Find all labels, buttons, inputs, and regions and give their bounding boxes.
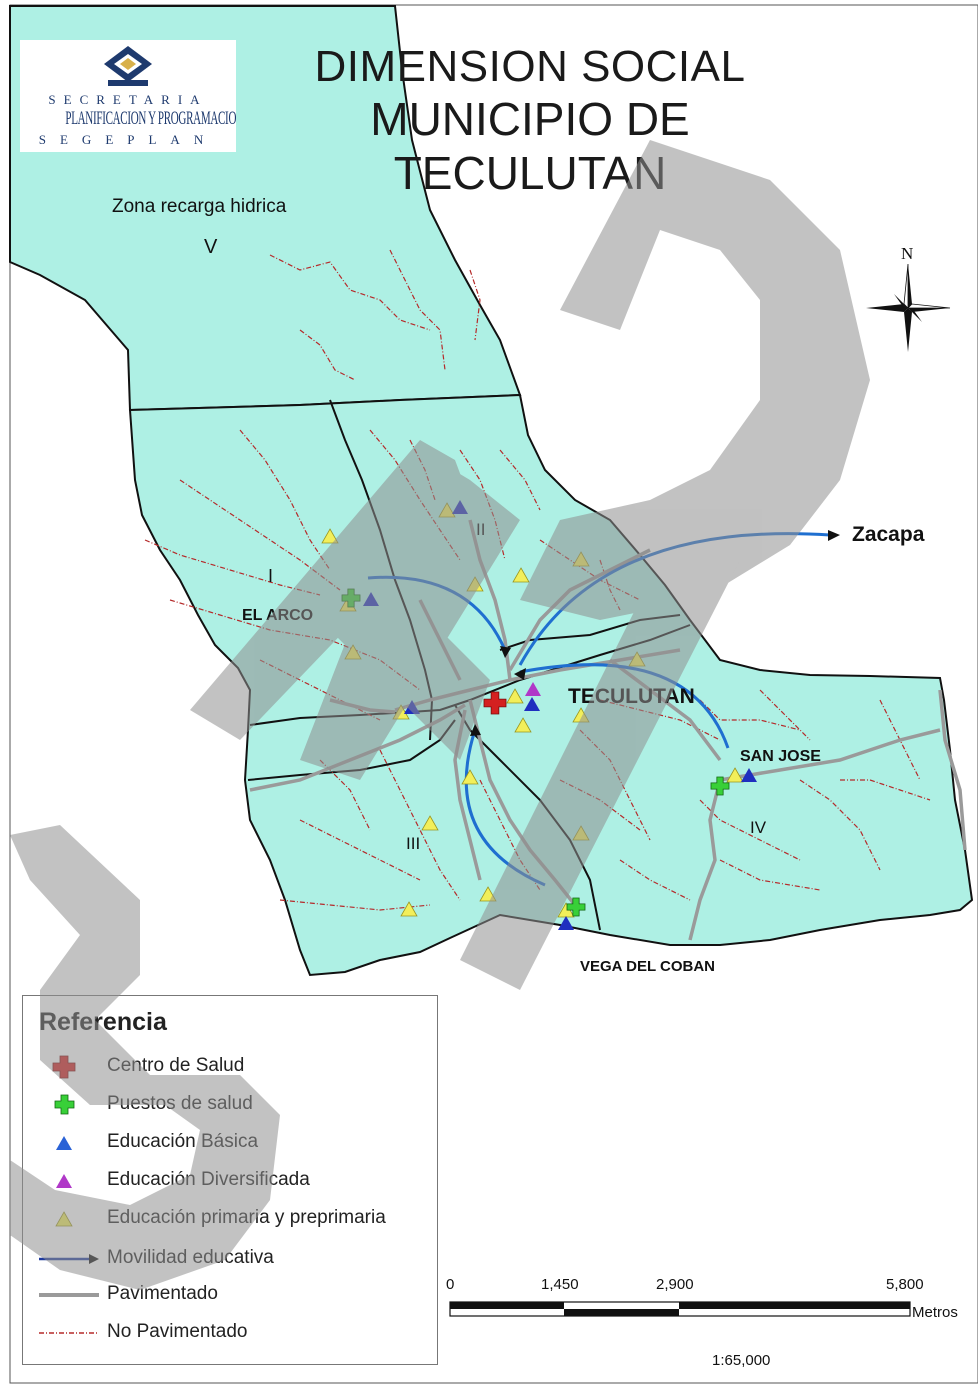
label-zone-i: I: [268, 566, 274, 586]
logo-text-planificacion: PLANIFICACION Y PROGRAMACION: [65, 108, 236, 129]
yellow-triangle-icon: [55, 1211, 73, 1227]
legend-item-edu-basica: Educación Básica: [23, 1126, 437, 1160]
label-san-jose: SAN JOSE: [740, 748, 821, 765]
scale-bar-graphic: [449, 1301, 911, 1317]
scale-tick-0: 0: [446, 1276, 455, 1293]
legend-item-pavimentado: Pavimentado: [23, 1278, 437, 1312]
logo-text-secretaria: SECRETARIA: [48, 92, 208, 107]
basic-school-marker: [741, 768, 757, 782]
map-title-line1: DIMENSION SOCIAL: [314, 42, 746, 91]
legend-item-puestos-salud: Puestos de salud: [23, 1088, 437, 1122]
label-zone-ii: II: [476, 520, 486, 539]
legend-label-no-pavimentado: No Pavimentado: [107, 1321, 248, 1342]
legend-item-no-pavimentado: No Pavimentado: [23, 1316, 437, 1350]
scale-tick-1450: 1,450: [541, 1276, 579, 1293]
legend-label-edu-primaria: Educación primaria y preprimaria: [107, 1207, 386, 1228]
unpaved-road-line-icon: [39, 1332, 99, 1334]
legend-label-centro-salud: Centro de Salud: [107, 1055, 245, 1076]
map-legend: Referencia Centro de Salud Puestos de sa…: [22, 995, 438, 1365]
legend-item-edu-diversificada: Educación Diversificada: [23, 1164, 437, 1198]
scale-tick-5800: 5,800: [886, 1276, 924, 1293]
legend-label-movilidad: Movilidad educativa: [107, 1247, 274, 1268]
legend-item-centro-salud: Centro de Salud: [23, 1050, 437, 1084]
primary-school-marker: [421, 815, 439, 831]
label-teculutan: TECULUTAN: [568, 685, 695, 708]
legend-label-edu-diversificada: Educación Diversificada: [107, 1169, 310, 1190]
map-title-line2: MUNICIPIO DE TECULUTAN: [370, 93, 690, 199]
logo-text-segeplan: SEGEPLAN: [38, 132, 218, 147]
legend-title: Referencia: [39, 1008, 167, 1036]
arrow-icon: [39, 1254, 99, 1264]
label-zone-iv: IV: [750, 818, 767, 837]
label-zone-iii: III: [406, 834, 421, 853]
segeplan-logo-mark-icon: [104, 46, 152, 86]
segeplan-logo: SECRETARIA PLANIFICACION Y PROGRAMACION …: [20, 40, 236, 152]
north-arrow: N: [860, 244, 956, 354]
legend-label-puestos-salud: Puestos de salud: [107, 1093, 253, 1114]
red-cross-icon: [52, 1055, 76, 1079]
label-el-arco: EL ARCO: [242, 607, 314, 624]
blue-triangle-icon: [56, 1136, 72, 1150]
label-vega-del-coban: VEGA DEL COBAN: [580, 958, 716, 975]
legend-item-movilidad: Movilidad educativa: [23, 1242, 437, 1276]
north-letter: N: [901, 244, 914, 263]
primary-school-marker: [400, 901, 418, 917]
magenta-triangle-icon: [56, 1174, 72, 1188]
green-cross-icon: [54, 1094, 75, 1115]
label-zona-recarga: Zona recarga hidrica: [112, 196, 287, 217]
legend-item-edu-primaria: Educación primaria y preprimaria: [23, 1202, 437, 1236]
scale-ratio: 1:65,000: [712, 1352, 771, 1369]
scale-tick-2900: 2,900: [656, 1276, 694, 1293]
scale-bar: 0 1,450 2,900 5,800 Metros 1:65,000: [446, 1276, 976, 1386]
label-zone-v: V: [204, 236, 218, 258]
label-zacapa: Zacapa: [852, 523, 925, 546]
scale-unit: Metros: [912, 1304, 958, 1321]
compass-rose-icon: [866, 264, 951, 352]
paved-road-line-icon: [39, 1293, 99, 1297]
legend-label-pavimentado: Pavimentado: [107, 1283, 218, 1304]
legend-label-edu-basica: Educación Básica: [107, 1131, 259, 1152]
